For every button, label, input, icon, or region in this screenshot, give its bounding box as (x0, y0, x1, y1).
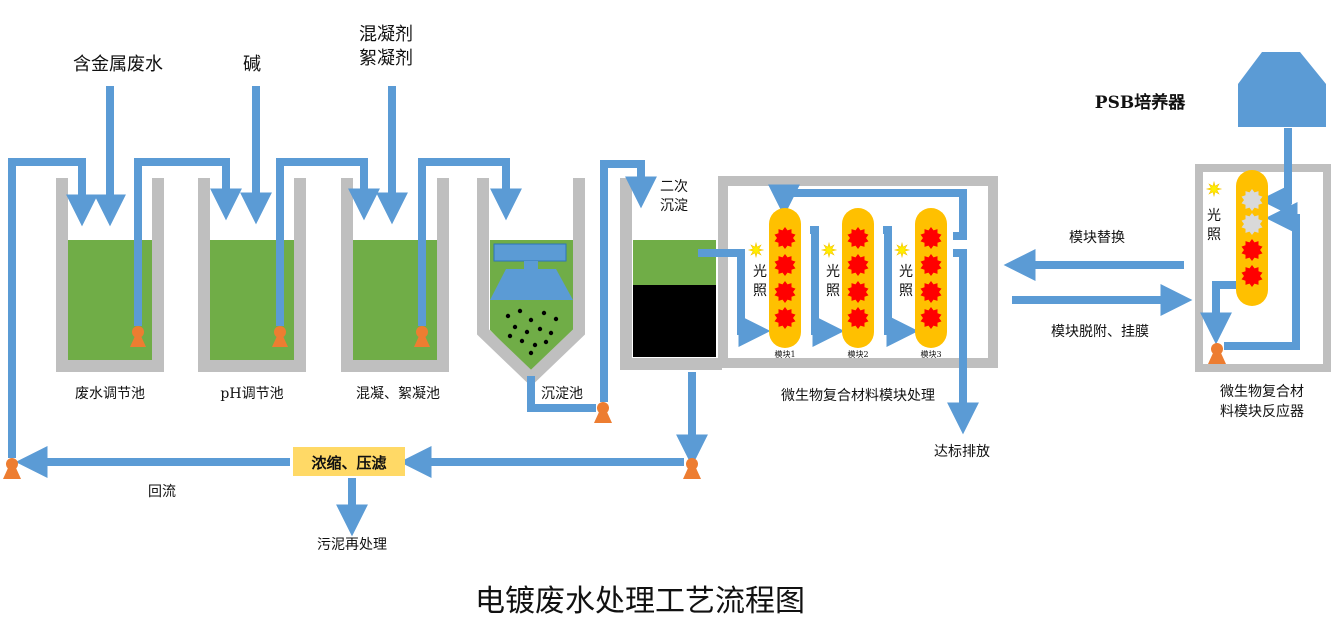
concentrate-box (293, 447, 405, 476)
reflux-label: 回流 (148, 484, 176, 500)
module-layer: 模块1 模块2 模块3 (769, 170, 1268, 359)
module-capsule (842, 208, 874, 348)
sun-icon (747, 241, 765, 259)
reactor-return (1200, 281, 1236, 345)
secondary-sedimentation-tank (620, 178, 722, 370)
secondary-label-line1: 二次 (660, 179, 688, 195)
psb-culture-label: PSB培养器 (1095, 92, 1186, 113)
media-icon (774, 227, 796, 249)
sun-icon (1205, 180, 1223, 198)
equalization-tank-label: 废水调节池 (75, 386, 145, 402)
light-label-line2: 照 (826, 283, 840, 299)
module-treatment-box (718, 176, 998, 368)
reactor-box (1195, 164, 1331, 372)
light-label-line2: 照 (753, 283, 767, 299)
coag-floc-tank-label: 混凝、絮凝池 (356, 385, 440, 402)
module1-to-module2 (810, 226, 845, 347)
reactor-light-line2: 照 (1207, 227, 1221, 243)
module-label-1: 模块1 (774, 349, 795, 359)
light-label-line1: 光 (753, 264, 767, 280)
media-icon (1241, 265, 1263, 287)
sun-icon (893, 241, 911, 259)
pump-icon (683, 458, 701, 479)
module-attach-label: 模块脱附、挂膜 (1051, 324, 1149, 340)
concentrate-label: 浓缩、压滤 (311, 454, 386, 472)
sedimentation-outlet (527, 376, 596, 412)
module-treatment-label: 微生物复合材料模块处理 (781, 387, 935, 404)
sedimentation-tank-label: 沉淀池 (541, 386, 583, 402)
ph-tank-label: pH调节池 (220, 386, 283, 402)
pumps (3, 326, 1226, 479)
pump-icon (594, 402, 612, 423)
transfer-tank2-tank3 (276, 158, 380, 326)
pump-icon (3, 458, 21, 479)
discharge-arrow (947, 249, 979, 435)
ph-wall (198, 178, 306, 372)
coag-floc-wall (341, 178, 449, 372)
sludge-reprocess-label: 污泥再处理 (317, 537, 387, 553)
psb-feed-arrow (1259, 128, 1292, 216)
media-icon (920, 254, 942, 276)
sedimentation-stem (524, 261, 538, 269)
transfer-to-secondary (600, 160, 657, 402)
reflux-into-tank1 (8, 158, 98, 458)
sedimentation-tank (477, 178, 585, 387)
media-icon (847, 281, 869, 303)
discharge-label: 达标排放 (934, 444, 990, 460)
media-icon (847, 254, 869, 276)
light-label-line1: 光 (899, 264, 913, 280)
media-icon (920, 281, 942, 303)
transfer-tank1-tank2 (134, 158, 242, 326)
module2-to-module3 (883, 226, 919, 347)
reactor-label-line2: 料模块反应器 (1220, 403, 1304, 420)
sun-icon (820, 241, 838, 259)
sedimentation-inlet-box (493, 243, 567, 262)
media-icon (920, 227, 942, 249)
module-replace-label: 模块替换 (1069, 229, 1125, 246)
equalization-wall (56, 178, 164, 372)
module-capsule (915, 208, 947, 348)
wastewater-input-label: 含金属废水 (73, 54, 163, 75)
secondary-water (633, 240, 716, 285)
media-icon-inactive (1241, 213, 1263, 235)
light-label-line1: 光 (826, 264, 840, 280)
module-label-2: 模块2 (847, 349, 868, 359)
media-icon-inactive (1241, 189, 1263, 211)
pipe-network (8, 86, 1300, 537)
media-icon (774, 281, 796, 303)
light-label-line2: 照 (899, 283, 913, 299)
media-icon (920, 307, 942, 329)
flocculant-input-label: 絮凝剂 (359, 48, 413, 69)
media-icon (847, 227, 869, 249)
sedimentation-bell (490, 269, 573, 300)
transfer-tank3-tank4 (418, 158, 522, 326)
psb-culture-vessel (1238, 52, 1326, 127)
sediment-particles (505, 308, 559, 356)
pump-icon (414, 326, 430, 347)
secondary-label-line2: 沉淀 (660, 198, 688, 214)
secondary-to-module1 (698, 249, 771, 347)
media-icon (774, 307, 796, 329)
media-icon (847, 307, 869, 329)
pump-icon (272, 326, 288, 347)
media-icon (774, 254, 796, 276)
reactor-label-line1: 微生物复合材 (1220, 383, 1304, 400)
module-label-3: 模块3 (920, 349, 941, 359)
secondary-sludge (633, 285, 716, 357)
reactor-light-line1: 光 (1207, 208, 1221, 224)
module-capsule (769, 208, 801, 348)
alkali-input-label: 碱 (243, 54, 261, 75)
diagram-title: 电镀废水处理工艺流程图 (475, 584, 805, 619)
pump-icon (130, 326, 146, 347)
secondary-wall (620, 178, 722, 370)
pump-icon (1208, 343, 1226, 364)
coagulant-input-label: 混凝剂 (359, 24, 413, 45)
media-icon (1241, 239, 1263, 261)
reactor-recirculation (1224, 202, 1300, 350)
module-recirculation (768, 184, 967, 240)
